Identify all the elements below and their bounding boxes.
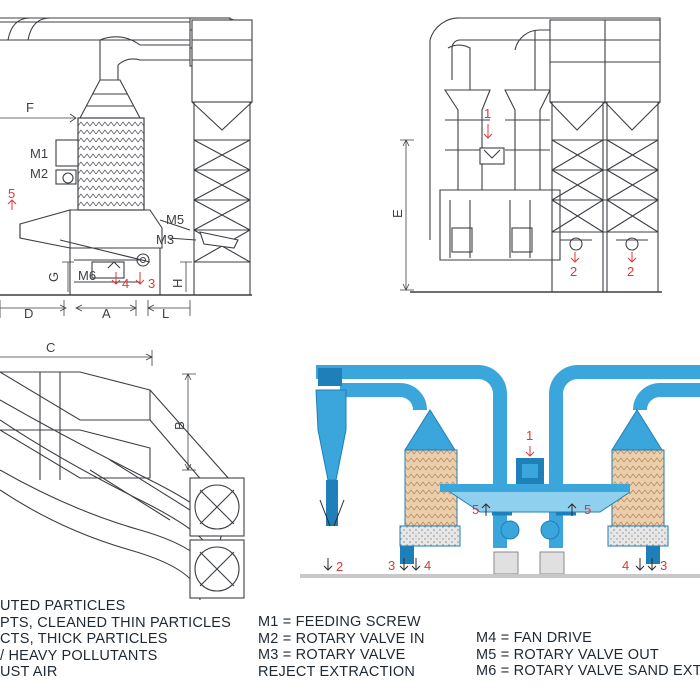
color-flow-3-left-label: 3 bbox=[388, 558, 395, 573]
legend-left: UTED PARTICLES PTS, CLEANED THIN PARTICL… bbox=[0, 598, 231, 681]
front-view-dimensions bbox=[400, 139, 414, 291]
color-view-drawing bbox=[300, 365, 700, 578]
side-view-labels: F M1 M2 M5 M3 M6 G H D A L bbox=[24, 100, 185, 321]
side-view-flow-markers: 5 4 3 bbox=[7, 186, 155, 291]
side-view-drawing bbox=[0, 17, 253, 296]
legend-middle-line: REJECT EXTRACTION bbox=[258, 663, 416, 680]
color-view-flow-markers: 1 5 5 2 3 4 4 3 bbox=[323, 428, 667, 574]
legend-right-line: M6 = ROTARY VALVE SAND EXTR bbox=[476, 663, 700, 679]
flow-2b-label: 2 bbox=[627, 264, 634, 279]
dim-d-label: D bbox=[24, 306, 33, 321]
legend-middle: M1 = FEEDING SCREW M2 = ROTARY VALVE IN … bbox=[258, 614, 425, 680]
front-view-flow-markers: 1 2 2 bbox=[483, 106, 637, 279]
legend-middle-line: M2 = ROTARY VALVE IN bbox=[258, 630, 425, 647]
flow-4-label: 4 bbox=[122, 276, 129, 291]
dim-f-label: F bbox=[26, 100, 34, 115]
motor-m1-label: M1 bbox=[30, 146, 48, 161]
legend-right-line: M5 = ROTARY VALVE OUT bbox=[476, 646, 659, 663]
dim-b-label: B bbox=[172, 421, 187, 430]
legend-middle-line: M1 = FEEDING SCREW bbox=[258, 614, 421, 630]
dim-c-label: C bbox=[46, 340, 55, 355]
dim-e-label: E bbox=[390, 209, 405, 218]
flow-3-label: 3 bbox=[148, 276, 155, 291]
dim-a-label: A bbox=[102, 306, 111, 321]
legend-left-line: UST AIR bbox=[0, 664, 58, 680]
flow-2a-label: 2 bbox=[570, 264, 577, 279]
color-flow-5-left-label: 5 bbox=[472, 502, 479, 517]
legend-left-line: UTED PARTICLES bbox=[0, 598, 126, 614]
color-flow-3-right-label: 3 bbox=[660, 558, 667, 573]
legend-right-line: M4 = FAN DRIVE bbox=[476, 630, 593, 646]
legend-right: M4 = FAN DRIVE M5 = ROTARY VALVE OUT M6 … bbox=[476, 630, 700, 680]
legend-left-line: PTS, CLEANED THIN PARTICLES bbox=[0, 614, 232, 631]
motor-m3-label: M3 bbox=[156, 232, 174, 247]
motor-m2-label: M2 bbox=[30, 166, 48, 181]
front-view-drawing bbox=[410, 17, 662, 293]
legend-middle-line: M3 = ROTARY VALVE bbox=[258, 647, 406, 663]
top-view-dimensions bbox=[0, 350, 196, 471]
dim-h-label: H bbox=[170, 279, 185, 288]
dim-g-label: G bbox=[46, 272, 61, 282]
dim-l-label: L bbox=[162, 306, 169, 321]
color-flow-4-right-label: 4 bbox=[622, 558, 629, 573]
flow-5-label: 5 bbox=[8, 186, 15, 201]
color-flow-2-label: 2 bbox=[336, 559, 343, 574]
color-flow-5-right-label: 5 bbox=[584, 502, 591, 517]
top-view-drawing bbox=[0, 371, 245, 601]
motor-m5-label: M5 bbox=[166, 212, 184, 227]
flow-1-label: 1 bbox=[484, 106, 491, 121]
legend-left-line: CTS, THICK PARTICLES bbox=[0, 631, 168, 647]
color-flow-4-left-label: 4 bbox=[424, 558, 431, 573]
color-flow-1-label: 1 bbox=[526, 428, 533, 443]
side-view-dimensions bbox=[0, 113, 192, 318]
legend-left-line: / HEAVY POLLUTANTS bbox=[0, 647, 158, 664]
motor-m6-label: M6 bbox=[78, 268, 96, 283]
